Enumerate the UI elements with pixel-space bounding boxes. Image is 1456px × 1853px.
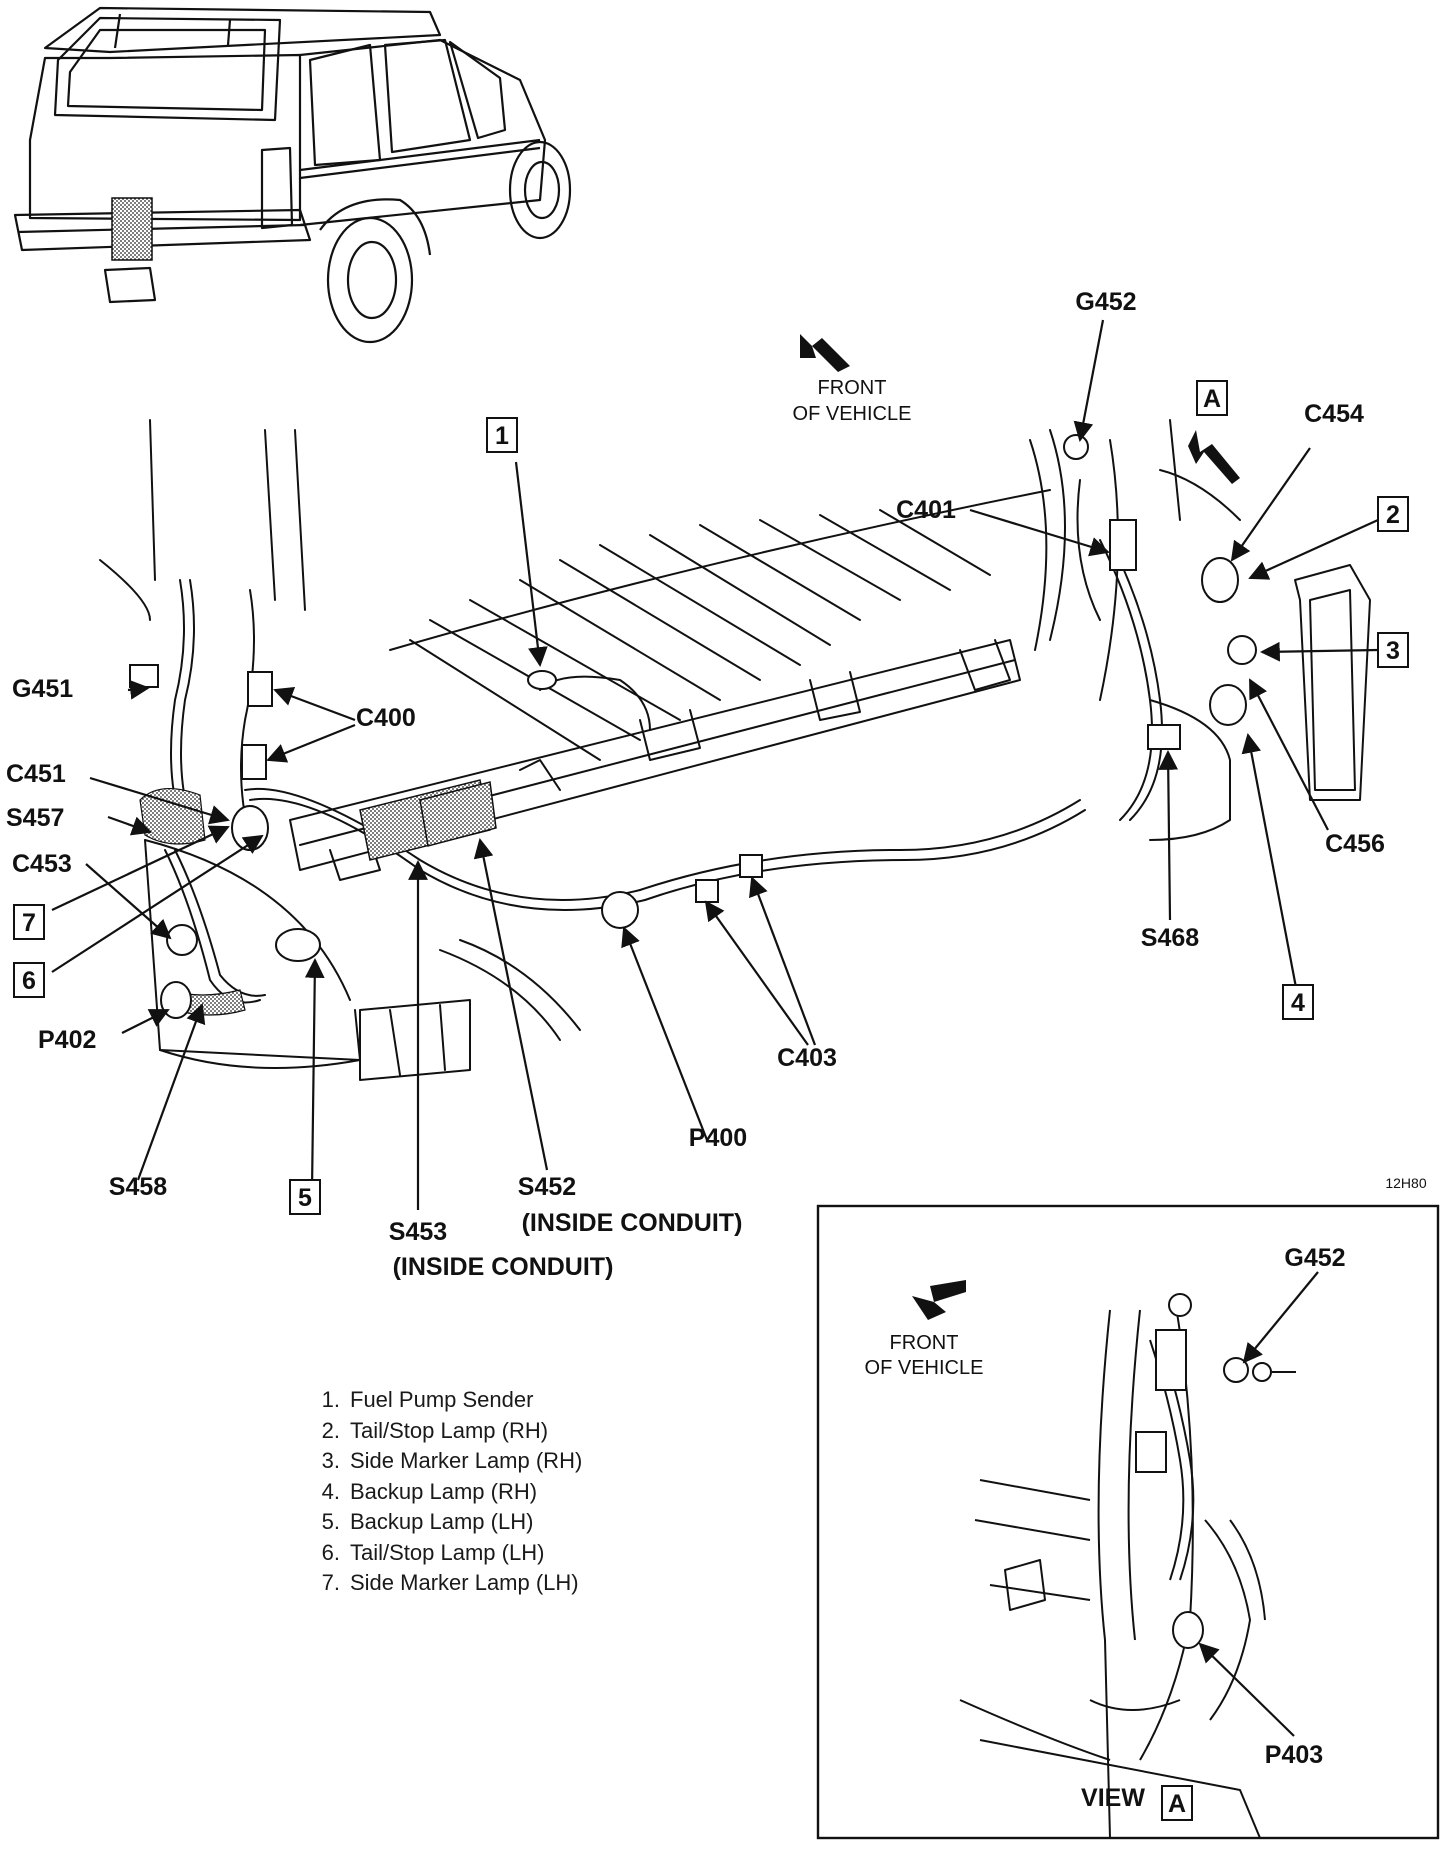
g452-ground <box>1063 434 1089 460</box>
inset-view-label: VIEW <box>1081 1784 1145 1812</box>
label-s453: S453 <box>389 1218 447 1246</box>
legend-num: 5. <box>321 1509 340 1534</box>
label-s452-note: (INSIDE CONDUIT) <box>522 1209 743 1237</box>
inset-g452-ground <box>1223 1357 1249 1383</box>
leader-lines <box>51 319 1379 1210</box>
inset-view-a: FRONT OF VEHICLE G452 P403 VIEW A <box>816 1204 1440 1840</box>
connectors <box>129 434 1257 1019</box>
inset-view-box-text: A <box>1168 1790 1186 1818</box>
label-s458: S458 <box>109 1173 167 1201</box>
c454-connector <box>1201 557 1239 603</box>
inset-p403-connector <box>1172 1611 1204 1649</box>
box-4-text: 4 <box>1291 989 1305 1017</box>
label-c400: C400 <box>356 704 416 732</box>
label-p402: P402 <box>38 1026 96 1054</box>
legend-item: 5. Backup Lamp (LH) <box>306 1507 582 1538</box>
s457-splice-area <box>139 787 206 845</box>
box-5-text: 5 <box>298 1184 312 1212</box>
inset-front-line1: FRONT <box>890 1332 959 1354</box>
front-label-line1: FRONT <box>818 377 887 399</box>
highlight-area <box>111 197 153 261</box>
inset-c401-connector <box>1155 1329 1187 1391</box>
figure-code: 12H80 <box>1385 1175 1426 1191</box>
legend-num: 6. <box>321 1539 340 1565</box>
c403-connector-b <box>739 854 763 878</box>
legend-text: Fuel Pump Sender <box>350 1387 534 1412</box>
legend-num: 3. <box>321 1448 340 1473</box>
legend-num: 1. <box>321 1387 340 1412</box>
legend-text: Side Marker Lamp (LH) <box>350 1570 579 1595</box>
label-s468: S468 <box>1141 924 1199 952</box>
legend-text: Backup Lamp (LH) <box>350 1509 534 1534</box>
label-c453: C453 <box>12 850 72 878</box>
c401-connector <box>1109 519 1137 571</box>
parts-legend: 1. Fuel Pump Sender 2. Tail/Stop Lamp (RH)… <box>306 1385 583 1599</box>
label-c454: C454 <box>1304 400 1364 428</box>
label-s457: S457 <box>6 804 64 832</box>
box-1-text: 1 <box>495 422 509 450</box>
legend-item: 6. Tail/Stop Lamp (LH) <box>306 1538 582 1569</box>
label-s453-note: (INSIDE CONDUIT) <box>393 1253 614 1281</box>
legend-num: 7. <box>321 1570 340 1595</box>
legend-item: 4. Backup Lamp (RH) <box>306 1477 582 1508</box>
inset-top-grommet <box>1168 1293 1192 1317</box>
front-label-line2: OF VEHICLE <box>793 403 912 425</box>
inset-front-line2: OF VEHICLE <box>865 1357 984 1379</box>
inset-view-box <box>1161 1785 1193 1821</box>
c403-connector-a <box>695 879 719 903</box>
lamp-5-socket <box>275 928 321 962</box>
vehicle-sketch <box>13 6 572 344</box>
s468-splice <box>1147 724 1181 750</box>
legend-num: 4. <box>321 1478 340 1504</box>
c456-connector <box>1227 635 1257 665</box>
p400-connector <box>601 891 639 929</box>
legend-text: Backup Lamp (RH) <box>350 1478 538 1504</box>
legend-item: 2. Tail/Stop Lamp (RH) <box>306 1416 582 1447</box>
label-c456: C456 <box>1325 830 1385 858</box>
inset-label-g452: G452 <box>1284 1244 1345 1272</box>
p402-connector <box>160 981 192 1019</box>
view-a-direction-arrow <box>1188 430 1240 484</box>
main-chassis <box>99 419 1371 1081</box>
callout-boxes <box>13 380 1409 1215</box>
inset-front-arrow <box>912 1280 966 1320</box>
backup-lamp-rh-socket <box>1209 684 1247 726</box>
label-c401: C401 <box>896 496 956 524</box>
c400-connector-lower <box>241 744 267 780</box>
fuel-pump-sender <box>527 670 557 690</box>
inset-label-p403: P403 <box>1265 1741 1323 1769</box>
legend-item: 7. Side Marker Lamp (LH) <box>306 1568 582 1599</box>
label-p400: P400 <box>689 1124 747 1152</box>
c400-connector-upper <box>247 671 273 707</box>
box-7-text: 7 <box>22 909 36 937</box>
label-c451: C451 <box>6 760 66 788</box>
c453-connector <box>166 924 198 956</box>
legend-text: Tail/Stop Lamp (RH) <box>350 1417 549 1443</box>
label-c403: C403 <box>777 1044 837 1072</box>
label-s452: S452 <box>518 1173 576 1201</box>
legend-item: 3. Side Marker Lamp (RH) <box>306 1446 583 1477</box>
g451-ground-connector <box>129 664 159 688</box>
legend-text: Tail/Stop Lamp (LH) <box>350 1539 545 1565</box>
legend-num: 2. <box>321 1417 340 1443</box>
box-2-text: 2 <box>1386 501 1400 529</box>
inset-g452-nut <box>1252 1362 1272 1382</box>
label-g451: G451 <box>12 675 73 703</box>
legend-text: Side Marker Lamp (RH) <box>350 1448 583 1473</box>
s452-conduit-section <box>419 781 497 847</box>
inset-connector-lower <box>1135 1431 1167 1473</box>
box-6-text: 6 <box>22 967 36 995</box>
legend-item: 1. Fuel Pump Sender <box>306 1385 582 1416</box>
box-3-text: 3 <box>1386 637 1400 665</box>
front-direction-arrow <box>800 334 850 372</box>
label-g452: G452 <box>1075 288 1136 316</box>
box-a-text: A <box>1203 385 1221 413</box>
